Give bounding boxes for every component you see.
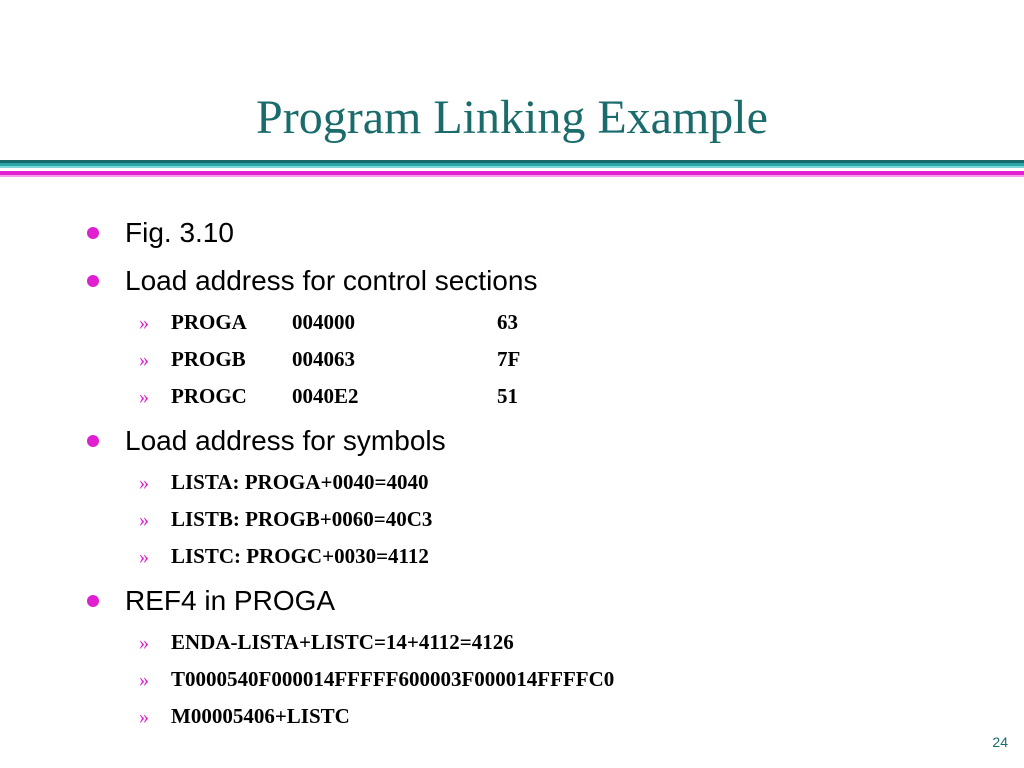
sub-bullet-marker-icon: »	[139, 349, 149, 371]
symbol-row: » LISTC: PROGC+0030=4112	[139, 542, 429, 571]
bullet-dot-icon	[87, 274, 99, 287]
control-section-row: » PROGC 0040E2 51	[139, 382, 518, 411]
bullet-text: Load address for control sections	[125, 265, 538, 296]
page-number: 24	[992, 734, 1008, 750]
sub-bullet-marker-icon: »	[139, 386, 149, 408]
control-section-row: » PROGB 004063 7F	[139, 345, 520, 374]
symbol-text: LISTA: PROGA+0040=4040	[171, 470, 429, 494]
bullet-text: Fig. 3.10	[125, 217, 234, 248]
bullet-dot-icon	[87, 594, 99, 607]
sub-bullet-marker-icon: »	[139, 509, 149, 531]
section-address: 004000	[292, 310, 355, 334]
slide-title: Program Linking Example	[256, 91, 768, 144]
bullet-text: REF4 in PROGA	[125, 585, 336, 616]
sub-bullet-marker-icon: »	[139, 312, 149, 334]
ref4-text: M00005406+LISTC	[171, 704, 350, 728]
sub-bullet-marker-icon: »	[139, 546, 149, 568]
title-rule-magenta	[0, 171, 1024, 175]
bullet-item: Load address for symbols	[87, 423, 446, 459]
bullet-dot-icon	[87, 434, 99, 447]
sub-bullet-marker-icon: »	[139, 706, 149, 728]
section-name: PROGC	[171, 384, 247, 408]
bullet-dot-icon	[87, 226, 99, 239]
section-length: 63	[497, 310, 518, 334]
sub-bullet-marker-icon: »	[139, 472, 149, 494]
sub-bullet-marker-icon: »	[139, 632, 149, 654]
sub-bullet-marker-icon: »	[139, 669, 149, 691]
title-rule-teal-light	[0, 166, 1024, 168]
section-length: 7F	[497, 347, 521, 371]
symbol-row: » LISTB: PROGB+0060=40C3	[139, 505, 432, 534]
bullet-item: REF4 in PROGA	[87, 583, 335, 619]
bullet-item: Fig. 3.10	[87, 215, 234, 251]
ref4-row: » M00005406+LISTC	[139, 702, 350, 731]
title-rule-teal-dark	[0, 160, 1024, 163]
title-rule-teal-mid	[0, 163, 1024, 166]
symbol-text: LISTC: PROGC+0030=4112	[171, 544, 429, 568]
bullet-text: Load address for symbols	[125, 425, 446, 456]
bullet-item: Load address for control sections	[87, 263, 537, 299]
ref4-row: » ENDA-LISTA+LISTC=14+4112=4126	[139, 628, 514, 657]
symbol-row: » LISTA: PROGA+0040=4040	[139, 468, 428, 497]
control-section-row: » PROGA 004000 63	[139, 308, 518, 337]
section-name: PROGA	[171, 310, 247, 334]
title-rule-magenta-light	[0, 175, 1024, 177]
ref4-text: T0000540F000014FFFFF600003F000014FFFFC0	[171, 667, 615, 691]
ref4-text: ENDA-LISTA+LISTC=14+4112=4126	[171, 630, 514, 654]
section-name: PROGB	[171, 347, 246, 371]
section-length: 51	[497, 384, 518, 408]
symbol-text: LISTB: PROGB+0060=40C3	[171, 507, 433, 531]
section-address: 004063	[292, 347, 355, 371]
section-address: 0040E2	[292, 384, 359, 408]
ref4-row: » T0000540F000014FFFFF600003F000014FFFFC0	[139, 665, 614, 694]
